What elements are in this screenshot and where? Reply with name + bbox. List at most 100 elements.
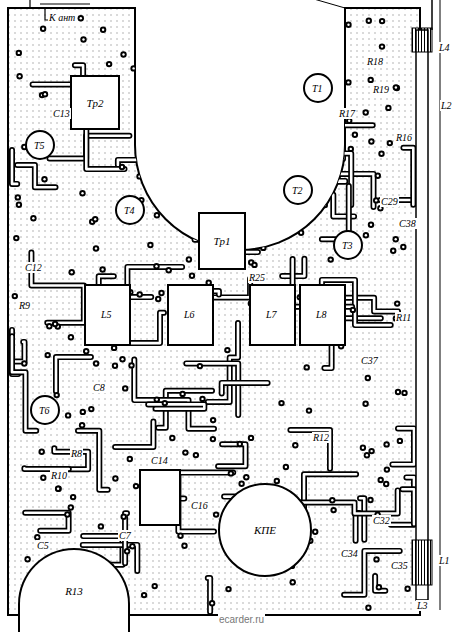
solder-pad [141, 592, 147, 598]
solder-pad [225, 586, 231, 592]
solder-pad [322, 202, 328, 208]
solder-pad [186, 256, 192, 262]
trace [25, 513, 68, 531]
solder-pad [130, 65, 136, 71]
pad-hole [122, 53, 124, 55]
solder-pad [136, 173, 142, 179]
pad-hole [275, 178, 277, 180]
trace [279, 155, 332, 165]
solder-pad [137, 291, 143, 297]
pad-hole [330, 258, 332, 260]
pad-hole [231, 176, 233, 178]
pad-hole [220, 110, 222, 112]
part-label: R19 [372, 84, 390, 95]
pad-hole [72, 496, 74, 498]
pad-hole [187, 230, 189, 232]
solder-pad [121, 514, 127, 520]
part-label: R18 [366, 56, 384, 67]
solder-pad [112, 363, 118, 369]
pad-hole [244, 37, 246, 39]
pad-hole [195, 193, 197, 195]
pad-hole [164, 402, 166, 404]
pad-hole [131, 545, 133, 547]
pad-hole [397, 391, 399, 393]
solder-pad [378, 477, 384, 483]
solder-pad [367, 497, 373, 503]
pad-hole [195, 454, 197, 456]
pad-hole [54, 323, 56, 325]
solder-pad [16, 73, 22, 79]
pad-hole [316, 202, 318, 204]
pad-hole [208, 282, 210, 284]
solder-pad [298, 230, 304, 236]
pad-hole [201, 138, 203, 140]
solder-pad [93, 360, 99, 366]
pad-hole [370, 450, 372, 452]
trace [148, 404, 204, 408]
pad-hole [402, 246, 404, 248]
solder-pad [315, 187, 321, 193]
trace [295, 490, 398, 513]
trace [222, 383, 268, 394]
pad-hole [399, 440, 401, 442]
solder-pad [243, 474, 249, 480]
pad-hole [124, 387, 126, 389]
solder-pad [223, 14, 229, 20]
trace [298, 12, 321, 25]
pad-hole [292, 581, 294, 583]
solder-pad [231, 26, 237, 32]
trace [218, 444, 245, 466]
transistor-symbol [116, 196, 144, 224]
part-label: T4 [123, 205, 136, 216]
pad-hole [181, 393, 183, 395]
pad-hole [375, 199, 377, 201]
trace [284, 30, 312, 69]
pad-hole [15, 237, 17, 239]
part-label: T2 [291, 185, 304, 196]
solder-pad [40, 475, 46, 481]
solder-pad [88, 406, 94, 412]
pad-hole [370, 224, 372, 226]
pad-hole [229, 117, 231, 119]
solder-pad [362, 401, 368, 407]
part-label: R13 [65, 585, 83, 597]
solder-pad [193, 452, 199, 458]
trace [356, 513, 360, 541]
solder-pad [368, 77, 374, 83]
part-label: R8 [70, 448, 83, 459]
part-label: C29 [380, 196, 399, 207]
solder-pad [193, 191, 199, 197]
pad-hole [135, 485, 137, 487]
pad-hole [184, 451, 186, 453]
part-label: C35 [390, 560, 409, 571]
solder-pad [127, 456, 133, 462]
pad-hole [300, 232, 302, 234]
solder-pad [224, 347, 230, 353]
solder-pad [352, 132, 358, 138]
solder-pad [179, 391, 185, 397]
solder-pad [395, 389, 401, 395]
solder-pad [129, 543, 135, 549]
part-label: Тр2 [87, 97, 104, 109]
trace [256, 12, 310, 23]
pad-hole [212, 419, 214, 421]
part-label: L2 [440, 100, 453, 111]
pad-hole [365, 234, 367, 236]
part-label: C16 [190, 500, 209, 511]
solder-pad [15, 194, 21, 200]
pad-hole [168, 269, 170, 271]
pad-hole [57, 488, 59, 490]
solder-pad [68, 334, 74, 340]
trace [115, 422, 153, 448]
solder-pad [282, 159, 288, 165]
solder-pad [304, 364, 310, 370]
solder-pad [68, 504, 74, 510]
pad-hole [82, 411, 84, 413]
solder-pad [164, 76, 170, 82]
solder-pad [39, 449, 45, 455]
pad-hole [18, 75, 20, 77]
solder-pad [162, 400, 168, 406]
pad-hole [219, 32, 221, 34]
solder-pad [292, 442, 298, 448]
solder-pad [198, 38, 204, 44]
